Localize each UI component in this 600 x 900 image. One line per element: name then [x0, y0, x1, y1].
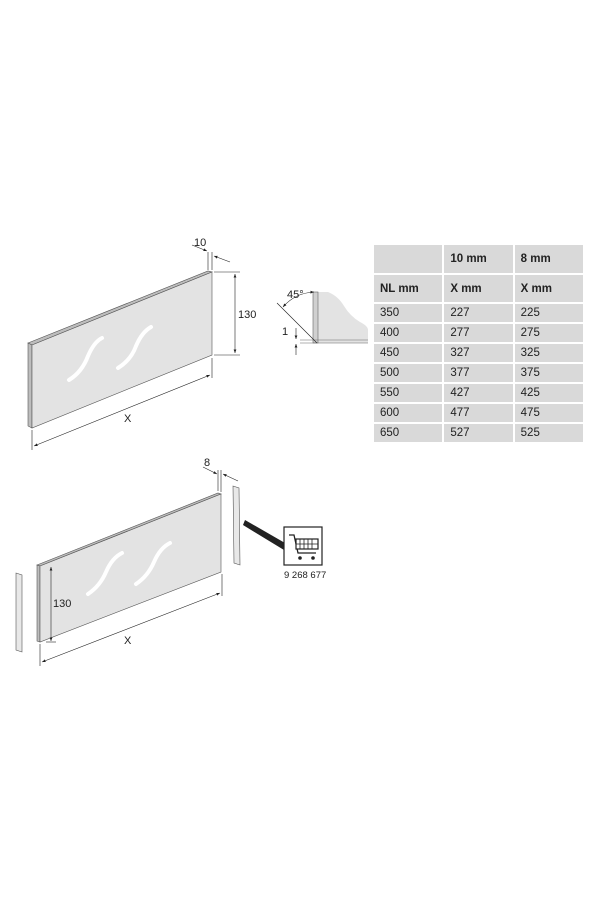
angle-label: 45° — [287, 289, 304, 301]
thickness-label: 10 — [194, 237, 206, 249]
table-cell: 427 — [442, 382, 515, 404]
table-header-row: NL mm X mm X mm — [371, 273, 586, 304]
table-cell: 400 — [371, 322, 445, 344]
table-cell: 477 — [442, 402, 515, 424]
table-cell: 10 mm — [442, 243, 515, 275]
table-cell: 327 — [442, 342, 515, 364]
dimension-lines-bottom — [39, 466, 239, 666]
table-cell: 8 mm — [512, 243, 586, 275]
table-cell: 500 — [371, 362, 445, 384]
table-cell: 350 — [371, 302, 445, 324]
table-cell: 277 — [442, 322, 515, 344]
pointer-wedge — [243, 520, 285, 550]
table-cell: 527 — [442, 422, 515, 444]
table-cell — [371, 243, 445, 275]
dimension-lines-top — [31, 244, 240, 450]
table-cell: 600 — [371, 402, 445, 424]
table-cell: 225 — [512, 302, 586, 324]
length-label: X — [124, 413, 132, 425]
table-cell: 377 — [442, 362, 515, 384]
offset-label: 1 — [282, 326, 288, 338]
table-cell: 550 — [371, 382, 445, 404]
table-cell: X mm — [512, 273, 586, 304]
table-cell: NL mm — [371, 273, 445, 304]
table-cell: 227 — [442, 302, 515, 324]
table-cell: 650 — [371, 422, 445, 444]
table-cell: 525 — [512, 422, 586, 444]
height-label-bottom: 130 — [53, 598, 71, 610]
height-label: 130 — [238, 309, 256, 321]
edge-detail — [276, 290, 368, 355]
front-panel-8mm — [36, 492, 222, 643]
table-cell: 450 — [371, 342, 445, 364]
thickness-label-8: 8 — [204, 457, 210, 469]
table-cell: 325 — [512, 342, 586, 364]
length-label-bottom: X — [124, 635, 132, 647]
table-cell: 425 — [512, 382, 586, 404]
table-header-row: 10 mm 8 mm — [371, 243, 586, 275]
table-cell: X mm — [442, 273, 515, 304]
article-number: 9 268 677 — [284, 570, 326, 581]
table-cell: 475 — [512, 402, 586, 424]
side-profile-strips — [15, 485, 241, 653]
table-cell: 375 — [512, 362, 586, 384]
shopping-cart-icon[interactable] — [283, 526, 323, 566]
table-cell: 275 — [512, 322, 586, 344]
front-panel-10mm — [27, 270, 213, 429]
